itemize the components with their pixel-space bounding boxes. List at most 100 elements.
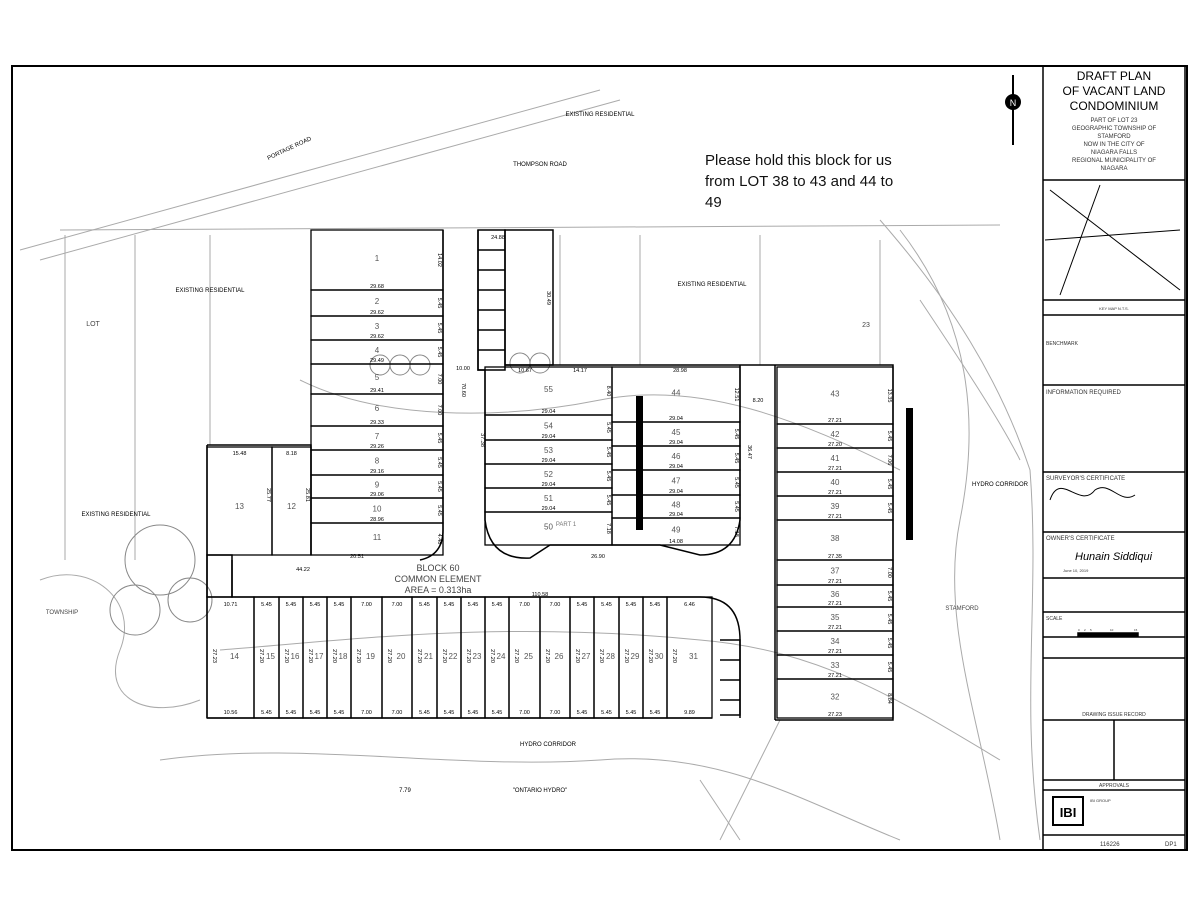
- block-60-label: BLOCK 60: [416, 563, 459, 573]
- lot-number: 42: [831, 430, 840, 439]
- lot-depth-dimension: 27.20: [283, 649, 289, 663]
- scale-tick: 2: [1084, 628, 1086, 632]
- lot-width-dimension: 27.21: [828, 466, 842, 472]
- plan-subtitle-line: NOW IN THE CITY OF: [1083, 142, 1144, 148]
- lot-number: 30: [655, 652, 664, 661]
- lot-number: 52: [544, 470, 553, 479]
- lot-depth-dimension: 7.18: [733, 526, 739, 537]
- lot-depth-dimension: 5.45: [886, 591, 892, 602]
- information-required-label: INFORMATION REQUIRED: [1046, 390, 1122, 396]
- lot-depth-dimension: 5.45: [436, 457, 442, 468]
- tree-cluster: [109, 352, 551, 636]
- lot-width-dimension: 8.18: [286, 451, 297, 457]
- lot-number: 32: [831, 693, 840, 702]
- lot-frontage-dimension: 7.00: [550, 602, 561, 608]
- lot-number: 22: [449, 652, 458, 661]
- lot-depth-dimension: 5.45: [436, 347, 442, 358]
- lot-32: [776, 678, 894, 719]
- road-dimension: 30.49: [545, 291, 551, 305]
- ibi-logo-text: IBI: [1060, 805, 1077, 820]
- township-label: TOWNSHIP: [46, 610, 78, 616]
- north-arrow-icon: N: [1005, 75, 1021, 145]
- lot-frontage-dimension: 10.71: [224, 602, 238, 608]
- lot-width-dimension: 27.20: [828, 442, 842, 448]
- lot-depth-dimension: 27.20: [465, 649, 471, 663]
- thompson-road-label: THOMPSON ROAD: [513, 162, 567, 168]
- plan-subtitle-line: NIAGARA: [1100, 166, 1127, 172]
- road-dimension: 28.98: [673, 368, 687, 374]
- lot-number: 25: [524, 652, 533, 661]
- lot-number: 55: [544, 385, 553, 394]
- lot-number: 51: [544, 494, 553, 503]
- lot-number: 35: [831, 613, 840, 622]
- lot-number: 16: [291, 652, 300, 661]
- road-dimension: 10.67: [518, 368, 532, 374]
- lot-number: 15: [266, 652, 275, 661]
- lot-number: 18: [339, 652, 348, 661]
- lot-depth-dimension: 27.20: [441, 649, 447, 663]
- lot-width-dimension: 29.62: [370, 310, 384, 316]
- scale-tick: 10: [1110, 628, 1114, 632]
- lot-depth-dimension: 5.45: [436, 433, 442, 444]
- lot-number: 36: [831, 590, 840, 599]
- lot-rear-dimension: 7.00: [392, 710, 403, 716]
- lot-width-dimension: 15.48: [233, 451, 247, 457]
- lot-width-dimension: 29.04: [669, 512, 683, 518]
- lot-width-dimension: 29.04: [542, 506, 556, 512]
- lot-width-dimension: 29.04: [542, 434, 556, 440]
- lot-depth-dimension: 8.40: [605, 386, 611, 397]
- lot-width-dimension: 29.68: [370, 284, 384, 290]
- lot-number: 29: [631, 652, 640, 661]
- plan-subtitle-line: NIAGARA FALLS: [1091, 150, 1137, 156]
- lot-width-dimension: 29.04: [669, 489, 683, 495]
- hold-marker-lots-38-43: [906, 408, 913, 540]
- plan-title-line: CONDOMINIUM: [1070, 99, 1159, 113]
- existing-residential-label: EXISTING RESIDENTIAL: [565, 112, 635, 118]
- plan-title-line: DRAFT PLAN: [1077, 69, 1151, 83]
- scale-tick: 5: [1090, 628, 1092, 632]
- road-dimension: 70.60: [460, 383, 466, 397]
- lot-rear-dimension: 10.56: [224, 710, 238, 716]
- lot-depth-dimension: 27.20: [416, 649, 422, 663]
- lot-23-label: 23: [862, 322, 870, 329]
- scale-tick: 15: [1134, 628, 1138, 632]
- existing-residential-label: EXISTING RESIDENTIAL: [175, 288, 245, 294]
- lot-number: 4: [375, 346, 380, 355]
- lot-rear-dimension: 5.45: [577, 710, 588, 716]
- lot-number: 34: [831, 637, 840, 646]
- lot-label: LOT: [86, 321, 100, 328]
- lot-frontage-dimension: 5.45: [286, 602, 297, 608]
- svg-text:N: N: [1010, 98, 1017, 108]
- hold-marker-lots-44-49: [636, 396, 643, 530]
- lot-depth-dimension: 5.45: [733, 501, 739, 512]
- lot-frontage-dimension: 5.45: [468, 602, 479, 608]
- hold-request-annotation: Please hold this block for us from LOT 3…: [705, 152, 894, 211]
- road-dimension: 26.90: [591, 554, 605, 560]
- lot-number: 33: [831, 661, 840, 670]
- lot-rear-dimension: 5.45: [334, 710, 345, 716]
- lot-width-dimension: 27.21: [828, 418, 842, 424]
- lot-depth-dimension: 13.35: [886, 389, 892, 403]
- road-dimension: 36.47: [746, 445, 752, 459]
- lot-number: 54: [544, 422, 553, 431]
- lot-depth-dimension: 7.06: [886, 455, 892, 466]
- lot-depth-dimension: 5.45: [436, 323, 442, 334]
- lot-depth-dimension: 14.02: [436, 253, 442, 267]
- lot-depth-dimension: 7.00: [886, 567, 892, 578]
- lot-width-dimension: 29.04: [542, 458, 556, 464]
- lot-number: 3: [375, 322, 380, 331]
- lot-number: 31: [689, 652, 698, 661]
- lot-width-dimension: 29.62: [370, 334, 384, 340]
- lot-12: [271, 446, 312, 556]
- dimension-label: 7.79: [399, 788, 411, 794]
- owners-certificate-label: OWNER'S CERTIFICATE: [1046, 536, 1115, 542]
- lot-number: 24: [497, 652, 506, 661]
- lot-width-dimension: 27.35: [828, 554, 842, 560]
- lot-number: 12: [287, 502, 296, 511]
- lot-width-dimension: 29.04: [669, 440, 683, 446]
- plan-subtitle-line: PART OF LOT 23: [1091, 118, 1139, 124]
- lots-layer: [206, 229, 894, 719]
- lot-31: [666, 596, 713, 719]
- stamford-label: STAMFORD: [945, 606, 979, 612]
